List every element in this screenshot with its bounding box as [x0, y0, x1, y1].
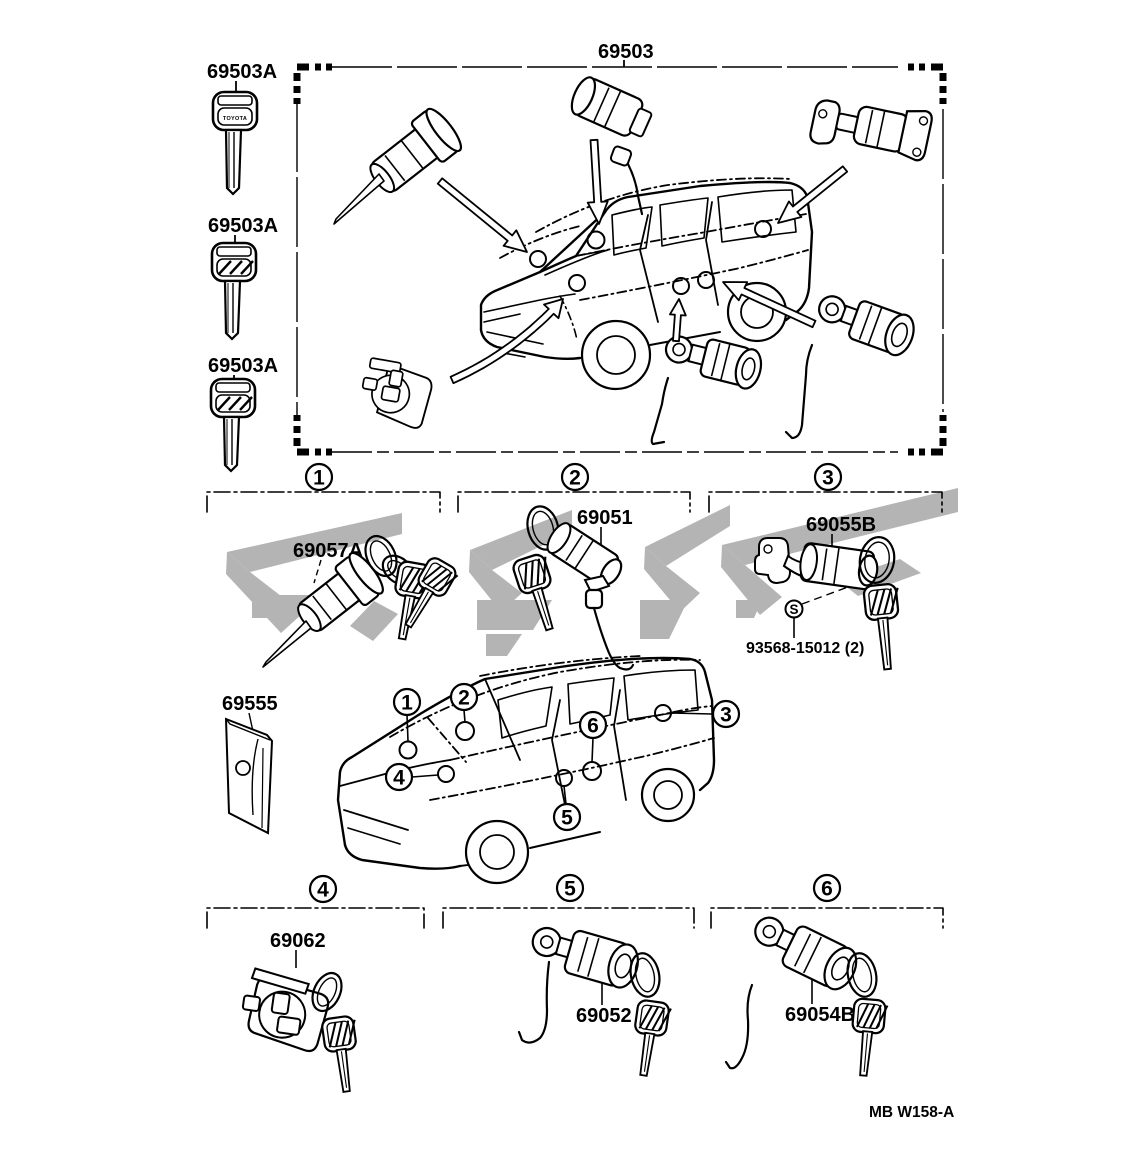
svg-text:69062: 69062: [270, 930, 326, 952]
svg-text:69555: 69555: [222, 693, 278, 715]
svg-text:69503A: 69503A: [208, 215, 278, 237]
svg-text:3: 3: [720, 703, 732, 726]
svg-text:2: 2: [569, 466, 581, 489]
svg-text:69052: 69052: [576, 1005, 632, 1027]
svg-text:69503: 69503: [598, 41, 654, 63]
svg-text:69503A: 69503A: [207, 61, 277, 83]
svg-text:69055B: 69055B: [806, 514, 876, 536]
svg-text:69054B: 69054B: [785, 1004, 855, 1026]
svg-text:69503A: 69503A: [208, 355, 278, 377]
svg-text:4: 4: [393, 766, 405, 789]
svg-text:69057A: 69057A: [293, 540, 363, 562]
svg-text:3: 3: [822, 466, 834, 489]
svg-text:5: 5: [561, 806, 573, 829]
svg-text:S: S: [789, 602, 798, 617]
svg-text:5: 5: [564, 877, 576, 900]
svg-text:1: 1: [313, 466, 325, 489]
svg-text:6: 6: [821, 877, 833, 900]
svg-text:1: 1: [401, 691, 413, 714]
svg-text:69051: 69051: [577, 507, 633, 529]
svg-text:6: 6: [587, 714, 599, 737]
svg-text:4: 4: [317, 878, 329, 901]
svg-text:2: 2: [458, 686, 470, 709]
svg-text:TOYOTA: TOYOTA: [223, 116, 247, 122]
svg-text:93568-15012 (2): 93568-15012 (2): [746, 640, 864, 657]
svg-text:MB W158-A: MB W158-A: [869, 1104, 954, 1121]
